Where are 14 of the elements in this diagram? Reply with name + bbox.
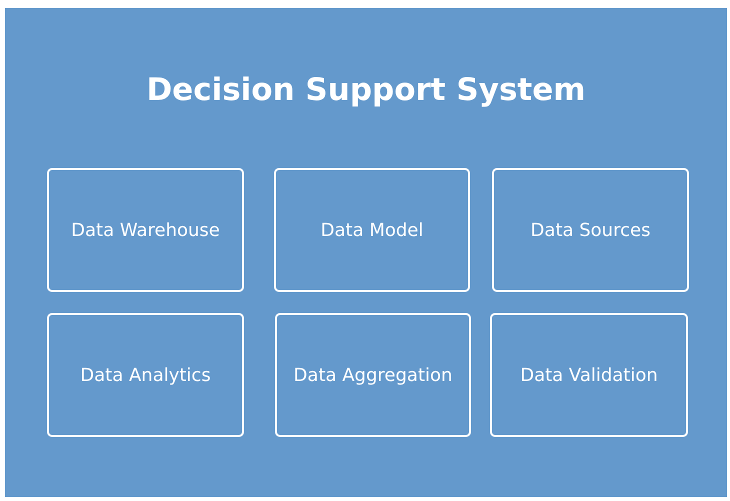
component-box [490,313,688,437]
box-label: Data Validation [520,364,658,386]
box-label: Data Model [320,220,424,240]
system-panel [5,8,727,497]
box-label: Data Analytics [80,364,211,386]
component-box [47,168,244,292]
panel-title: Decision Support System [145,72,587,108]
box-label: Data Sources [530,220,650,240]
box-label: Data Aggregation [294,364,452,386]
component-box [492,168,689,292]
component-box [275,313,471,437]
component-box [274,168,470,292]
component-box [47,313,244,437]
box-label: Data Warehouse [71,220,220,240]
